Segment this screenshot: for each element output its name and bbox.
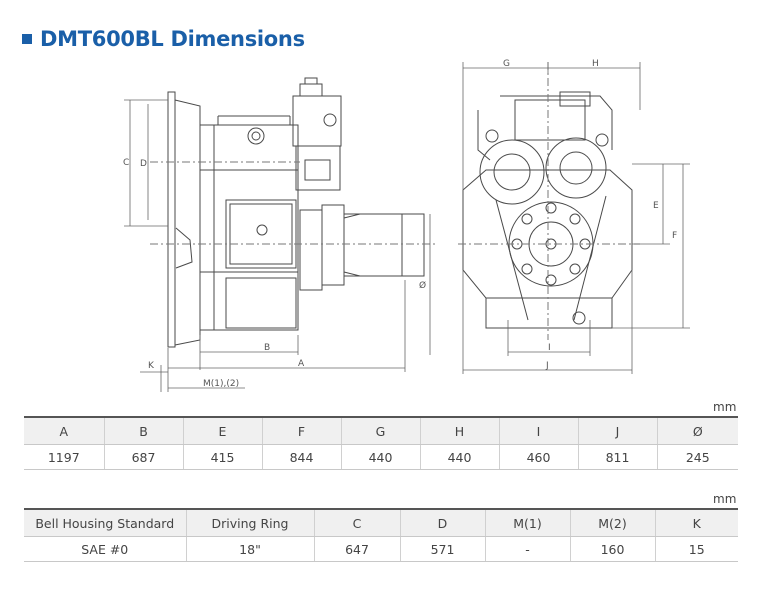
- title-square-icon: [22, 34, 32, 44]
- output-flange: [321, 204, 345, 286]
- header-b: B: [103, 416, 183, 445]
- header-a: A: [24, 416, 104, 445]
- bell-housing-flange: [167, 91, 176, 348]
- cell-m2: 160: [569, 536, 655, 562]
- side-view-dimensions: [124, 99, 431, 392]
- dim-label-h: H: [592, 59, 599, 69]
- header-g: G: [340, 416, 420, 445]
- header-d: D: [399, 508, 485, 537]
- dim-label-f: F: [672, 231, 677, 241]
- cell-e: 415: [182, 444, 262, 470]
- dim-label-g: G: [503, 59, 510, 69]
- front-view-dimension-labels: G H E F I J: [503, 59, 677, 371]
- side-view-drawing: [150, 77, 435, 348]
- header-j: J: [577, 416, 657, 445]
- header-phi: Ø: [656, 416, 738, 445]
- output-shaft-housing: [343, 213, 425, 277]
- table-row: SAE #0 18" 647 571 - 160 15: [24, 536, 738, 562]
- dim-label-b: B: [264, 343, 270, 353]
- header-driving-ring: Driving Ring: [185, 508, 314, 537]
- dim-label-c: C: [123, 158, 129, 168]
- dimension-drawing: C D B A K M(1),(2) Ø: [123, 59, 690, 392]
- gearbox-body: [199, 124, 299, 331]
- upper-left-gear-cover: [479, 139, 545, 205]
- cell-bell-housing-standard: SAE #0: [24, 536, 186, 562]
- bell-housing-table: Bell Housing Standard Driving Ring C D M…: [24, 508, 738, 562]
- bell-housing-table-header-row: Bell Housing Standard Driving Ring C D M…: [24, 508, 738, 537]
- cell-f: 844: [261, 444, 341, 470]
- dim-label-e: E: [653, 201, 659, 211]
- header-m1: M(1): [484, 508, 570, 537]
- page-title-text: DMT600BL Dimensions: [40, 27, 305, 51]
- upper-right-gear-cover: [545, 137, 607, 199]
- dimension-table: A B E F G H I J Ø 1197 687 415 844 440 4…: [24, 416, 738, 470]
- cell-g: 440: [340, 444, 420, 470]
- cell-phi: 245: [656, 444, 738, 470]
- cell-k: 15: [654, 536, 738, 562]
- header-h: H: [419, 416, 499, 445]
- dim-label-i: I: [548, 343, 551, 353]
- cell-h: 440: [419, 444, 499, 470]
- cell-j: 811: [577, 444, 657, 470]
- dim-label-d: D: [140, 159, 147, 169]
- front-view-dimensions: [462, 62, 690, 374]
- table-row: 1197 687 415 844 440 440 460 811 245: [24, 444, 738, 470]
- header-m2: M(2): [569, 508, 655, 537]
- table1-unit: mm: [713, 400, 737, 414]
- header-c: C: [313, 508, 400, 537]
- header-f: F: [261, 416, 341, 445]
- dim-label-a: A: [298, 359, 305, 369]
- cell-driving-ring: 18": [185, 536, 314, 562]
- cell-m1: -: [484, 536, 570, 562]
- cell-c: 647: [313, 536, 400, 562]
- header-i: I: [498, 416, 578, 445]
- dim-label-j: J: [545, 361, 549, 371]
- dim-label-phi: Ø: [419, 280, 426, 291]
- bell-housing-body: [174, 99, 201, 346]
- side-view-dimension-labels: C D B A K M(1),(2) Ø: [123, 158, 426, 389]
- dim-label-m: M(1),(2): [203, 379, 239, 389]
- cell-a: 1197: [24, 444, 104, 470]
- header-bell-housing-standard: Bell Housing Standard: [24, 508, 186, 537]
- dim-label-k: K: [148, 361, 155, 371]
- control-valve-block: [292, 95, 342, 147]
- dimension-table-header-row: A B E F G H I J Ø: [24, 416, 738, 445]
- front-view-drawing: [458, 62, 640, 340]
- page-title: DMT600BL Dimensions: [22, 26, 305, 52]
- cell-d: 571: [399, 536, 485, 562]
- cell-b: 687: [103, 444, 183, 470]
- header-k: K: [654, 508, 738, 537]
- table2-unit: mm: [713, 492, 737, 506]
- cell-i: 460: [498, 444, 578, 470]
- header-e: E: [182, 416, 262, 445]
